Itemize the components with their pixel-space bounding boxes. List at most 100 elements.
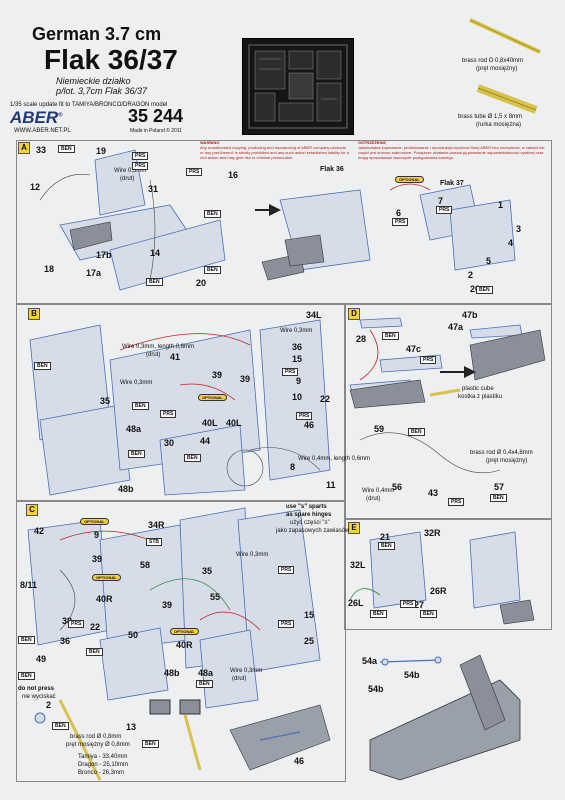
part-40L-a: 40L	[202, 418, 218, 428]
part-48a: 48a	[126, 424, 142, 434]
brass-rod-note-pl: pręt mosiężny Ø 0,8mm	[66, 742, 130, 748]
part-56: 56	[392, 482, 403, 492]
website-url: WWW.ABER.NET.PL	[14, 128, 71, 134]
part-50: 50	[128, 630, 139, 640]
part-49: 49	[36, 654, 47, 664]
do-not-press-note-pl: nie wyciskać	[22, 694, 56, 700]
prs-badge: PRS	[282, 368, 299, 376]
ben-badge: BEN	[370, 610, 387, 618]
section-b-wire: Wire 0,3mm	[120, 380, 153, 386]
part-42: 42	[34, 526, 45, 536]
ben-badge: BEN	[142, 740, 159, 748]
subtitle-pl-1: Niemieckie działko	[56, 76, 131, 86]
section-c-optional-badge: OPTIONAL	[80, 518, 109, 525]
stb-badge: STB	[146, 538, 162, 546]
part-46: 46	[304, 420, 315, 430]
part-9: 9	[296, 376, 302, 386]
prs-badge: PRS	[392, 218, 409, 226]
spare-hinges-note: as spare hinges	[286, 512, 332, 518]
prs-badge: PRS	[296, 412, 313, 420]
ben-badge: BEN	[184, 454, 201, 462]
ben-badge: BEN	[378, 542, 395, 550]
part-4: 4	[508, 238, 514, 248]
part-25: 25	[304, 636, 315, 646]
part-46c: 46	[294, 756, 305, 766]
prs-badge: PRS	[132, 162, 149, 170]
ben-badge: BEN	[146, 278, 163, 286]
title-line2: Flak 36/37	[44, 44, 178, 75]
part-54b-2: 54b	[404, 670, 420, 680]
part-19: 19	[96, 146, 107, 156]
part-47b: 47b	[462, 310, 478, 320]
part-47a: 47a	[448, 322, 464, 332]
section-c-wire-pl: (drut)	[232, 676, 247, 682]
flak37-label: Flak 37	[440, 180, 464, 187]
flak36-label: Flak 36	[320, 166, 344, 173]
section-a-optional-badge: OPTIONAL	[395, 176, 424, 183]
section-b-tag: B	[28, 308, 40, 320]
ben-badge: BEN	[196, 680, 213, 688]
section-c-wire-2: Wire 0,3mm	[230, 668, 263, 674]
section-c-frame	[16, 500, 346, 782]
part-26L: 26L	[348, 598, 364, 608]
part-15c: 15	[304, 610, 315, 620]
part-43: 43	[428, 488, 439, 498]
part-32L: 32L	[350, 560, 366, 570]
part-33: 33	[36, 145, 47, 155]
ben-badge: BEN	[18, 672, 35, 680]
part-9c: 9	[94, 530, 100, 540]
part-34R: 34R	[148, 520, 165, 530]
brand-logo: ABER®	[10, 108, 63, 127]
section-b-wire-pl: (drut)	[146, 352, 161, 358]
ben-badge: BEN	[204, 210, 221, 218]
part-11: 11	[326, 480, 336, 490]
prs-badge: PRS	[160, 410, 177, 418]
made-in-note: Made in Poland © 2011	[130, 128, 182, 134]
brass-tube-label-pl: (rurka mosiężna)	[476, 122, 522, 128]
part-13: 13	[126, 722, 137, 732]
part-41: 41	[170, 352, 181, 362]
section-c-tag: C	[26, 504, 38, 516]
part-48a-c: 48a	[198, 668, 214, 678]
part-32R: 32R	[424, 528, 441, 538]
part-12: 12	[30, 182, 41, 192]
section-a-tag: A	[18, 142, 30, 154]
dragon-length: Dragon - 25,10mm	[78, 762, 129, 768]
prs-badge: PRS	[278, 620, 295, 628]
tamiya-length: Tamiya - 33,40mm	[78, 754, 128, 760]
section-c-optional-badge: OPTIONAL	[92, 574, 121, 581]
photo-etch-fret-image	[242, 38, 354, 135]
prs-badge: PRS	[68, 620, 85, 628]
part-28: 28	[356, 334, 367, 344]
plastic-cube-label-pl: kostka z plastiku	[458, 394, 503, 400]
part-3: 3	[516, 224, 522, 234]
title-line1: German 3.7 cm	[32, 24, 162, 44]
ben-badge: BEN	[476, 286, 493, 294]
section-e-frame	[344, 518, 552, 630]
ben-badge: BEN	[34, 362, 51, 370]
plastic-cube-label: plastic cube	[462, 386, 494, 392]
ben-badge: BEN	[204, 266, 221, 274]
section-e-tag: E	[348, 522, 360, 534]
part-21: 21	[380, 532, 391, 542]
section-d-wire-pl: (drut)	[366, 496, 381, 502]
do-not-press-note: do not press	[18, 686, 55, 692]
part-6: 6	[396, 208, 402, 218]
subtitle-pl-2: p/lot. 3,7cm Flak 36/37	[56, 86, 148, 96]
part-39d: 39	[162, 600, 173, 610]
section-b-optional-badge: OPTIONAL	[198, 394, 227, 401]
part-48b-c: 48b	[164, 668, 180, 678]
part-54a: 54a	[362, 656, 378, 666]
section-b-wire-bottom: Wire 0,4mm, length 0,6mm	[298, 456, 371, 462]
part-40R: 40R	[96, 594, 113, 604]
part-55: 55	[210, 592, 221, 602]
part-1: 1	[498, 200, 504, 210]
section-d-wire: Wire 0,4mm	[362, 488, 395, 494]
part-22c: 22	[90, 622, 101, 632]
part-35: 35	[100, 396, 111, 406]
part-8-11: 8/11	[20, 580, 38, 590]
part-38: 38	[62, 616, 73, 626]
